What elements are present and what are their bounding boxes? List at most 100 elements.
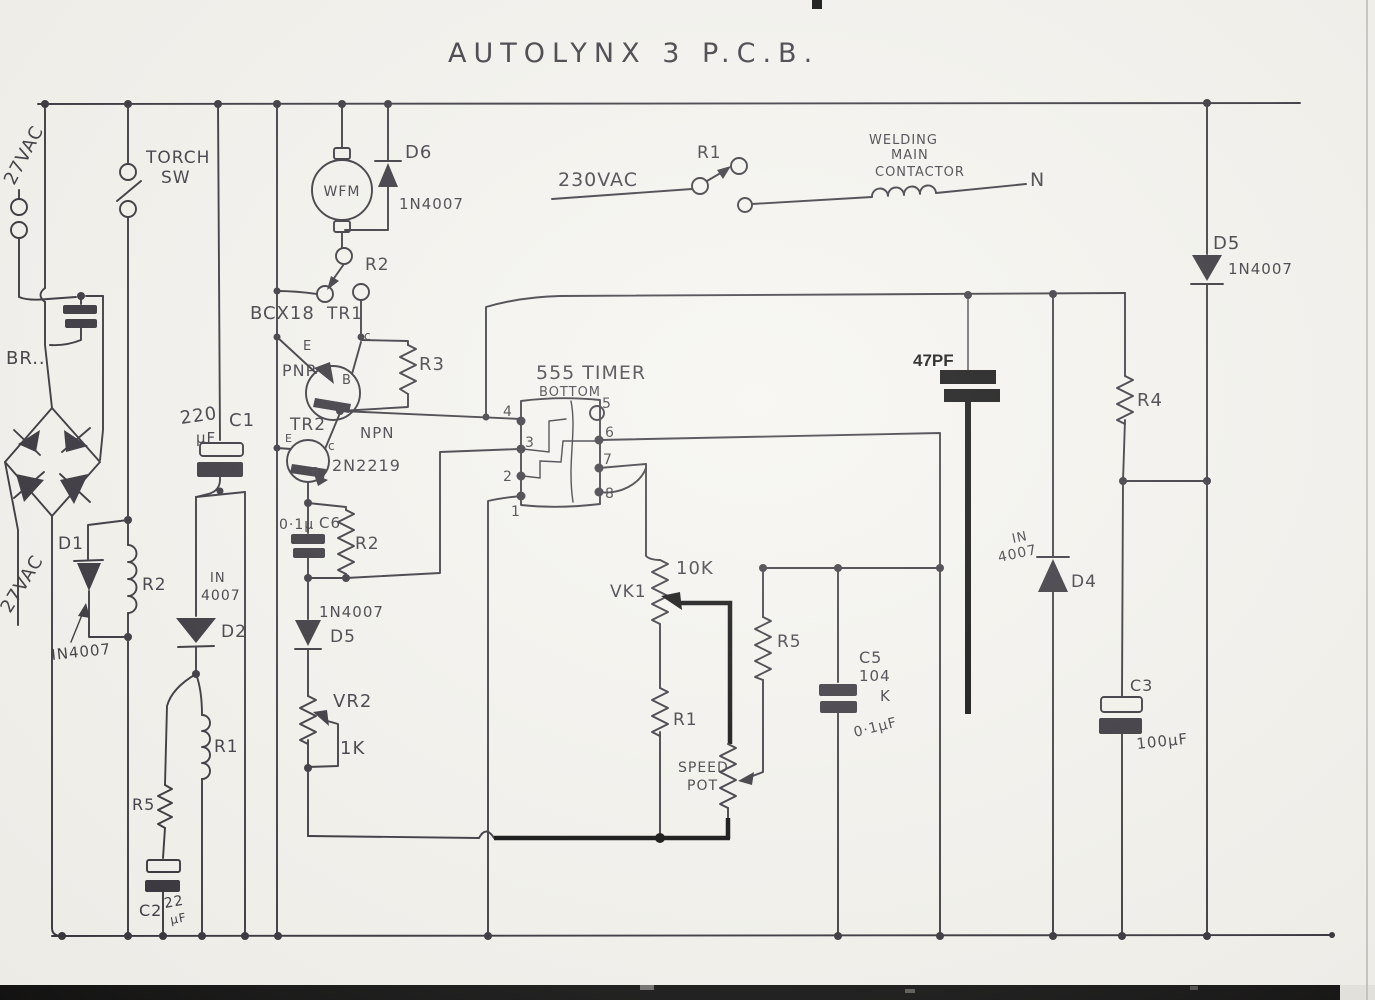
r1-mid-label: R1: [673, 710, 698, 730]
mains-contactor-line: 230VAC R1 N WELDING MAIN CONTACTOR: [551, 133, 1045, 213]
r1-mid-resistor: R1: [651, 687, 698, 837]
vk1-label: VK1: [610, 582, 647, 602]
vr2-label: VR2: [333, 691, 372, 712]
d5-right-part: 1N4007: [1228, 260, 1293, 278]
tr1-label: TR1: [326, 304, 363, 324]
c6-value: 0·1µ: [279, 517, 314, 533]
contactor-label-2: MAIN: [891, 148, 929, 163]
wfm-motor: WFM: [311, 103, 373, 249]
d1-label: D1: [58, 534, 84, 554]
top-rail: [37, 99, 1301, 108]
r3-resistor: R3: [336, 339, 444, 415]
vr2-trimmer: VR2 1K: [299, 691, 372, 837]
r2-mid-label: R2: [355, 534, 380, 554]
r2-left-label: R2: [142, 575, 167, 595]
d4-part-2: 4007: [997, 542, 1039, 566]
r1-left-label: R1: [214, 737, 239, 757]
c6-label: C6: [319, 514, 341, 532]
c1-label: C1: [229, 410, 255, 431]
d2-part-2: 4007: [201, 588, 241, 604]
r1-left-branch: R1: [195, 673, 239, 937]
cap47-label: 47PF: [913, 351, 954, 370]
tr1-b-label: B: [342, 373, 352, 388]
tr2-e-small: E: [285, 432, 293, 445]
c5-label: C5: [859, 648, 882, 667]
c6-capacitor: 0·1µ C6: [279, 502, 341, 582]
tr2-label: TR2: [289, 415, 326, 435]
tr2-part-label: 2N2219: [332, 456, 401, 475]
ac-input-section: 27VAC: [0, 122, 104, 301]
tr2-c-label: c: [328, 439, 336, 453]
relay-contact-r2: R2: [273, 247, 390, 335]
pin6-label: 6: [605, 425, 615, 441]
c3-value: 100µF: [1136, 730, 1189, 753]
torch-label-2: SW: [161, 168, 191, 188]
ac27-bottom-label: 27VAC: [0, 552, 48, 617]
contactor-label-1: WELDING: [869, 133, 938, 148]
pin7-pin8-wiring: [598, 463, 661, 561]
c5-capacitor: C5 104 K 0·1µF: [762, 564, 941, 937]
tr2-b-label: B: [311, 465, 320, 479]
tr2-transistor: TR2 E NPN 2N2219 c B: [273, 412, 401, 507]
wiper-return-wire: [307, 830, 730, 843]
r5-c2-branch: R5 C2 22 µF: [132, 673, 197, 937]
r5-mid-resistor: R5: [738, 564, 802, 785]
d6-part-label: 1N4007: [399, 195, 464, 213]
r2-mid-resistor: R2: [307, 502, 380, 582]
speed-pot: SPEED POT: [678, 743, 737, 839]
wfm-label: WFM: [324, 184, 361, 200]
relay-r2-label: R2: [365, 255, 390, 275]
ac27-top-label: 27VAC: [0, 122, 48, 188]
cap-47pf: 47PF: [913, 294, 1000, 714]
tr1-e-label: E: [303, 339, 312, 354]
page-title: AUTOLYNX 3 P.C.B.: [448, 38, 819, 69]
d6-label: D6: [405, 142, 432, 163]
speed-pot-label-2: POT: [687, 778, 718, 794]
pin1-label: 1: [511, 504, 521, 520]
d4-diode: IN 4007 D4: [997, 293, 1097, 937]
r4-c3-branch: R4 C3 100µF: [1099, 292, 1208, 937]
r5-mid-label: R5: [777, 632, 802, 652]
d1-r2-network: D1 R2 IN4007: [51, 516, 167, 937]
timer-name: 555 TIMER: [536, 362, 646, 384]
c5-code: 104: [859, 667, 891, 685]
r4-label: R4: [1137, 390, 1163, 411]
d5-right-diode: D5 1N4007: [1190, 102, 1293, 937]
tr1-c-label: c: [364, 329, 372, 343]
d6-diode: D6 1N4007: [344, 103, 464, 231]
d2-branch: IN 4007 D2: [176, 487, 246, 937]
c3-label: C3: [1130, 676, 1153, 695]
pin3-label: 3: [525, 435, 535, 451]
torch-label-1: TORCH: [145, 148, 210, 168]
c1-unit: µF: [196, 429, 216, 447]
reset-node-wiring: [339, 290, 1126, 421]
d4-label: D4: [1071, 572, 1097, 592]
d5-left-part: 1N4007: [319, 603, 384, 621]
c2-unit: µF: [169, 910, 188, 927]
r5-left-label: R5: [132, 795, 155, 814]
c1-capacitor: 220 µF C1: [179, 103, 255, 498]
vk1-wiper-bold: [661, 592, 733, 744]
pin5-label: 5: [602, 396, 612, 412]
c5-tol: K: [880, 687, 891, 705]
d1-part-label: IN4007: [51, 640, 112, 664]
c5-value: 0·1µF: [852, 715, 899, 741]
pin8-label: 8: [605, 486, 615, 502]
pin4-label: 4: [503, 404, 513, 420]
ac230-label: 230VAC: [558, 169, 638, 191]
pin1-ground-wire: [487, 495, 522, 937]
pin2-label: 2: [503, 469, 513, 485]
bridge-label: BR..: [6, 348, 46, 369]
c2-label: C2: [139, 901, 162, 920]
vk1-trimmer: 10K VK1: [610, 558, 713, 689]
pin3-feeder-wire: [307, 448, 520, 579]
torch-switch: TORCH SW: [116, 103, 210, 517]
pin7-label: 7: [603, 452, 613, 468]
tr2-type-label: NPN: [360, 424, 395, 442]
pin6-wiring: [598, 432, 944, 937]
d5-right-label: D5: [1213, 233, 1240, 254]
neutral-label: N: [1030, 169, 1045, 191]
